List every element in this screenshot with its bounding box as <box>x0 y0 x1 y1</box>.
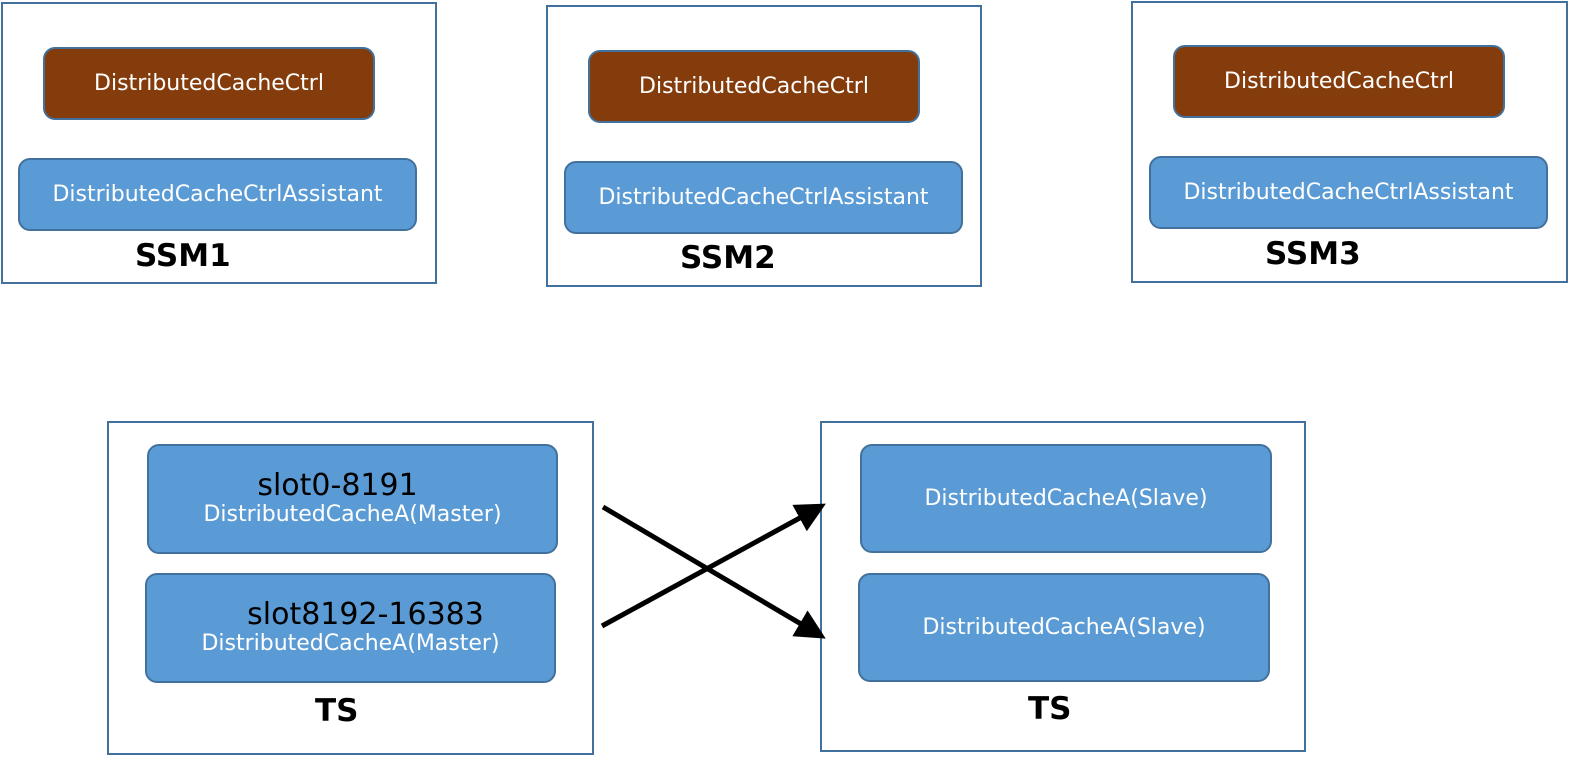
ssm3-ctrl-label: DistributedCacheCtrl <box>1224 69 1454 94</box>
ssm1-ctrl-label: DistributedCacheCtrl <box>94 71 324 96</box>
ssm2-title: SSM2 <box>680 240 776 276</box>
ts-master-panel: slot0-8191 DistributedCacheA(Master) slo… <box>107 421 594 755</box>
ssm1-assistant-box: DistributedCacheCtrlAssistant <box>18 158 417 231</box>
ssm1-panel: DistributedCacheCtrl DistributedCacheCtr… <box>1 2 437 284</box>
master-node-1-label: DistributedCacheA(Master) <box>203 502 502 527</box>
slot-range-2: slot8192-16383 <box>247 597 484 632</box>
ssm3-title: SSM3 <box>1265 236 1361 272</box>
ssm1-assistant-label: DistributedCacheCtrlAssistant <box>52 182 383 207</box>
arrow-master1-to-slave2 <box>601 504 826 639</box>
ts-slave-panel: DistributedCacheA(Slave) DistributedCach… <box>820 421 1306 752</box>
ssm2-ctrl-label: DistributedCacheCtrl <box>639 74 869 99</box>
ssm3-assistant-box: DistributedCacheCtrlAssistant <box>1149 156 1548 229</box>
ssm1-title: SSM1 <box>135 238 231 274</box>
slave-node-2-label: DistributedCacheA(Slave) <box>922 614 1206 640</box>
ssm3-assistant-label: DistributedCacheCtrlAssistant <box>1183 180 1514 205</box>
master-node-2: slot8192-16383 DistributedCacheA(Master) <box>145 573 556 683</box>
ts-slave-title: TS <box>1028 691 1072 727</box>
master-node-1: slot0-8191 DistributedCacheA(Master) <box>147 444 558 554</box>
ssm3-panel: DistributedCacheCtrl DistributedCacheCtr… <box>1131 1 1568 283</box>
ssm2-panel: DistributedCacheCtrl DistributedCacheCtr… <box>546 5 982 287</box>
master-node-2-label: DistributedCacheA(Master) <box>201 631 500 656</box>
ssm2-assistant-box: DistributedCacheCtrlAssistant <box>564 161 963 234</box>
ssm2-assistant-label: DistributedCacheCtrlAssistant <box>598 185 929 210</box>
arrow-master2-to-slave1 <box>600 503 826 629</box>
slot-range-1: slot0-8191 <box>257 468 418 503</box>
ssm2-ctrl-box: DistributedCacheCtrl <box>588 50 920 123</box>
ssm3-ctrl-box: DistributedCacheCtrl <box>1173 45 1505 118</box>
ts-master-title: TS <box>315 693 359 729</box>
slave-node-1-label: DistributedCacheA(Slave) <box>924 485 1208 511</box>
ssm1-ctrl-box: DistributedCacheCtrl <box>43 47 375 120</box>
slave-node-1: DistributedCacheA(Slave) <box>860 444 1272 553</box>
slave-node-2: DistributedCacheA(Slave) <box>858 573 1270 682</box>
